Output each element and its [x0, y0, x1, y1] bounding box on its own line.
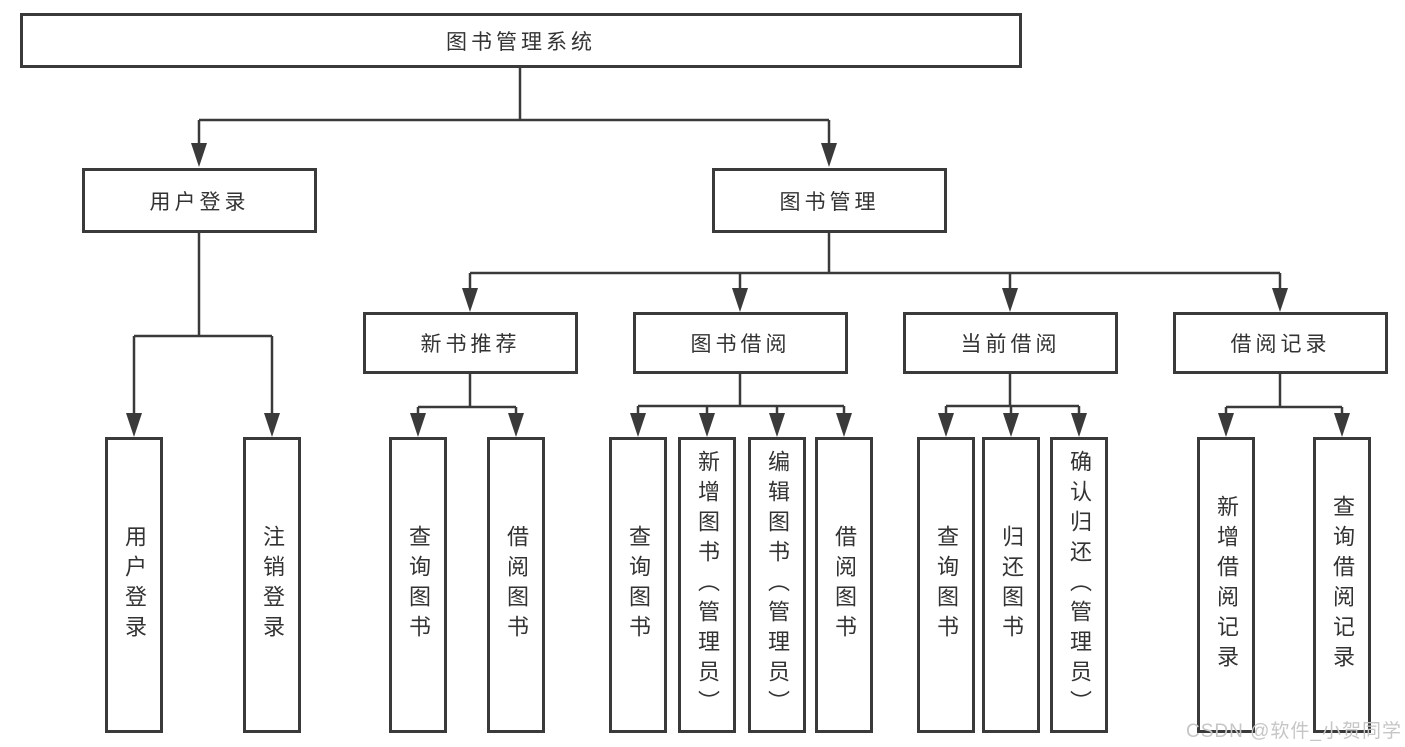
- node-label: 查询借阅记录: [1330, 495, 1355, 675]
- node-label: 注销登录: [260, 525, 285, 645]
- node-book-management-branch: 图书管理: [712, 168, 947, 233]
- node-label: 新增借阅记录: [1214, 495, 1239, 675]
- node-label: 查询图书: [406, 525, 431, 645]
- node-book-borrowing: 图书借阅: [633, 312, 848, 374]
- node-return-book: 归还图书: [982, 437, 1040, 733]
- arrowheads: [126, 143, 1350, 437]
- node-add-borrow-record: 新增借阅记录: [1197, 437, 1255, 733]
- node-logout: 注销登录: [243, 437, 301, 733]
- node-user-login: 用户登录: [105, 437, 163, 733]
- tree-edges: [132, 68, 1344, 415]
- node-user-login-branch: 用户登录: [82, 168, 317, 233]
- node-label: 归还图书: [999, 525, 1024, 645]
- node-query-borrow-record: 查询借阅记录: [1313, 437, 1371, 733]
- node-borrow-books-recommend: 借阅图书: [487, 437, 545, 733]
- node-label: 确认归还（管理员）: [1067, 450, 1092, 720]
- node-borrow-records: 借阅记录: [1173, 312, 1388, 374]
- node-label: 用户登录: [122, 525, 147, 645]
- node-query-books-current: 查询图书: [917, 437, 975, 733]
- node-borrow-books: 借阅图书: [815, 437, 873, 733]
- node-current-borrowing: 当前借阅: [903, 312, 1118, 374]
- node-confirm-return-admin: 确认归还（管理员）: [1050, 437, 1108, 733]
- node-query-books-recommend: 查询图书: [389, 437, 447, 733]
- node-edit-book-admin: 编辑图书（管理员）: [748, 437, 806, 733]
- node-label: 新增图书（管理员）: [695, 450, 720, 720]
- node-label: 借阅图书: [832, 525, 857, 645]
- node-new-book-recommend: 新书推荐: [363, 312, 578, 374]
- node-query-books-borrowing: 查询图书: [609, 437, 667, 733]
- node-label: 借阅图书: [504, 525, 529, 645]
- node-label: 查询图书: [934, 525, 959, 645]
- csdn-watermark: CSDN @软件_小贺同学: [1186, 721, 1402, 742]
- node-label: 编辑图书（管理员）: [765, 450, 790, 720]
- node-add-book-admin: 新增图书（管理员）: [678, 437, 736, 733]
- node-label: 查询图书: [626, 525, 651, 645]
- node-root-system: 图书管理系统: [20, 13, 1022, 68]
